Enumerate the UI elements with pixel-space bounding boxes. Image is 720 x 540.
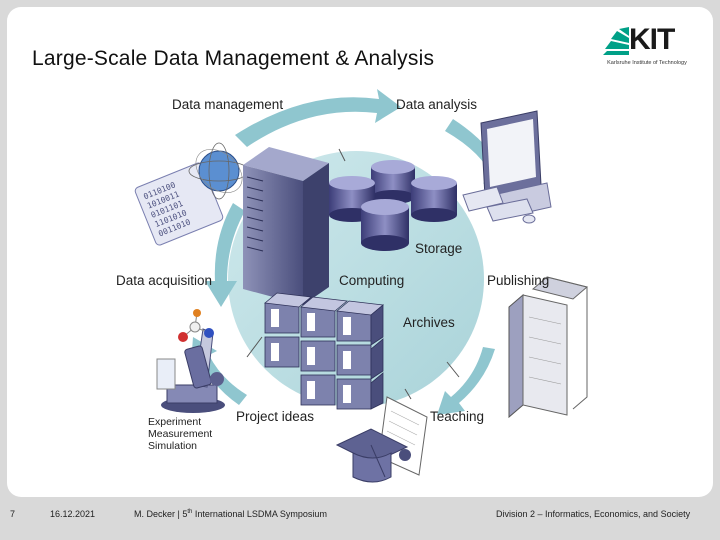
- microscope-icon: [156, 309, 225, 413]
- books-icon: [508, 276, 589, 419]
- footer-division: Division 2 – Informatics, Economics, and…: [496, 509, 691, 519]
- label-simulation: Simulation: [148, 440, 197, 452]
- footer-author: M. Decker | 5th International LSDMA Symp…: [134, 509, 327, 519]
- footer-page-number: 7: [10, 509, 16, 519]
- slide-title: Large-Scale Data Management & Analysis: [32, 47, 435, 70]
- kit-logo-icon: [603, 27, 629, 55]
- label-data-analysis: Data analysis: [396, 97, 477, 112]
- label-teaching: Teaching: [430, 409, 484, 424]
- data-lifecycle-diagram: 0110100 1010011 0101101 1101010 0011010: [116, 89, 589, 483]
- kit-logo: KIT Karlsruhe Institute of Technology: [601, 23, 701, 75]
- footer-author-suffix: International LSDMA Symposium: [192, 509, 327, 519]
- graduation-icon: [335, 396, 428, 483]
- footer-author-sup: th: [187, 509, 193, 515]
- footer-author-prefix: M. Decker | 5: [134, 509, 188, 519]
- label-data-management: Data management: [172, 97, 283, 112]
- footer-date: 16.12.2021: [50, 509, 96, 519]
- left-arrow: [205, 203, 245, 307]
- slide: Large-Scale Data Management & Analysis K…: [7, 7, 713, 497]
- connector-arrows: [246, 148, 460, 400]
- kit-logo-text: KIT: [629, 23, 675, 56]
- storage-cylinders-icon: [329, 160, 457, 251]
- computer-icon: [462, 110, 552, 224]
- label-data-acquisition: Data acquisition: [116, 273, 212, 288]
- label-archives: Archives: [403, 315, 455, 330]
- molecule-icon: [178, 309, 214, 342]
- label-computing: Computing: [339, 273, 404, 288]
- archive-boxes-icon: [264, 292, 384, 410]
- label-experiment: Experiment: [148, 416, 201, 428]
- label-publishing: Publishing: [487, 273, 549, 288]
- server-tower-icon: [243, 147, 329, 305]
- label-project-ideas: Project ideas: [236, 409, 314, 424]
- binary-globe-icon: 0110100 1010011 0101101 1101010 0011010: [134, 142, 250, 246]
- label-storage: Storage: [415, 241, 462, 256]
- label-measurement: Measurement: [148, 428, 212, 440]
- kit-logo-subtitle: Karlsruhe Institute of Technology: [607, 60, 687, 66]
- bottom-right-arrow: [437, 347, 495, 415]
- top-arrow: [235, 89, 401, 147]
